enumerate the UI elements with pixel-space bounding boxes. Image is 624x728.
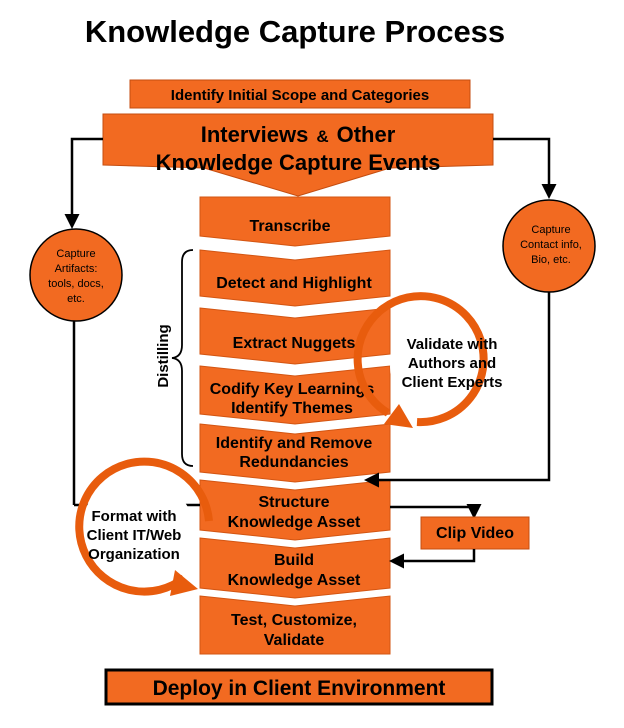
capture-artifacts-circle [29, 228, 123, 322]
extract-label: Extract Nuggets [233, 335, 356, 352]
clip-video-label: Clip Video [436, 525, 514, 542]
detect-label: Detect and Highlight [216, 275, 372, 292]
clip-to-build-arrow [389, 549, 476, 569]
validate-cycle-arrow [353, 292, 488, 427]
artifacts-line1: Capture [56, 248, 95, 260]
validate-line1: Validate with [407, 336, 498, 353]
scope-label: Identify Initial Scope and Categories [171, 87, 429, 104]
format-arrowhead [170, 570, 198, 596]
detect-step [199, 249, 391, 307]
structure-step [199, 479, 391, 541]
build-label-line2: Knowledge Asset [228, 572, 361, 589]
identify-label-line1: Identify and Remove [216, 435, 373, 452]
clip-video-box [420, 516, 530, 550]
format-cycle-arrow [75, 457, 213, 596]
contact-line2: Contact info, [520, 239, 582, 251]
format-line3: Organization [88, 546, 180, 563]
left-connector-arrow [64, 137, 103, 229]
interviews-banner [102, 113, 494, 197]
test-label-line1: Test, Customize, [231, 612, 357, 629]
test-step [199, 595, 391, 655]
contact-line1: Capture [531, 224, 570, 236]
test-label-line2: Validate [264, 632, 325, 649]
distilling-label: Distilling [155, 324, 172, 387]
validate-arrowhead [384, 404, 413, 428]
diagram-title: Knowledge Capture Process [84, 14, 506, 49]
right-connector-arrow [493, 137, 557, 199]
deploy-box [104, 668, 494, 706]
artifacts-line4: etc. [67, 293, 85, 305]
contact-line3: Bio, etc. [531, 254, 571, 266]
validate-line3: Client Experts [402, 374, 503, 391]
build-step [199, 537, 391, 599]
identify-label-line2: Redundancies [239, 454, 348, 471]
artifacts-line3: tools, docs, [48, 278, 104, 290]
validate-line2: Authors and [408, 355, 496, 372]
artifacts-line2: Artifacts: [55, 263, 98, 275]
structure-label-line1: Structure [258, 494, 329, 511]
structure-label-line2: Knowledge Asset [228, 514, 361, 531]
contact-to-structure-arrow [364, 292, 551, 488]
distilling-brace [171, 249, 194, 467]
process-column [199, 196, 391, 655]
codify-label-line1: Codify Key Learnings [210, 381, 375, 398]
format-disc [79, 477, 195, 593]
deploy-label: Deploy in Client Environment [153, 677, 446, 700]
extract-step [199, 307, 391, 365]
scope-box [129, 79, 471, 109]
transcribe-step [199, 196, 391, 247]
transcribe-label: Transcribe [250, 218, 331, 235]
build-label-line1: Build [274, 552, 314, 569]
format-line1: Format with [92, 508, 177, 525]
interviews-label-line2: Knowledge Capture Events [156, 150, 441, 175]
codify-label-line2: Identify Themes [231, 400, 353, 417]
format-line2: Client IT/Web [87, 527, 182, 544]
interviews-label-line1: Interviews&Other [201, 122, 396, 147]
identify-step [199, 423, 391, 483]
structure-to-clip-arrow [390, 504, 482, 519]
codify-step [199, 365, 391, 425]
